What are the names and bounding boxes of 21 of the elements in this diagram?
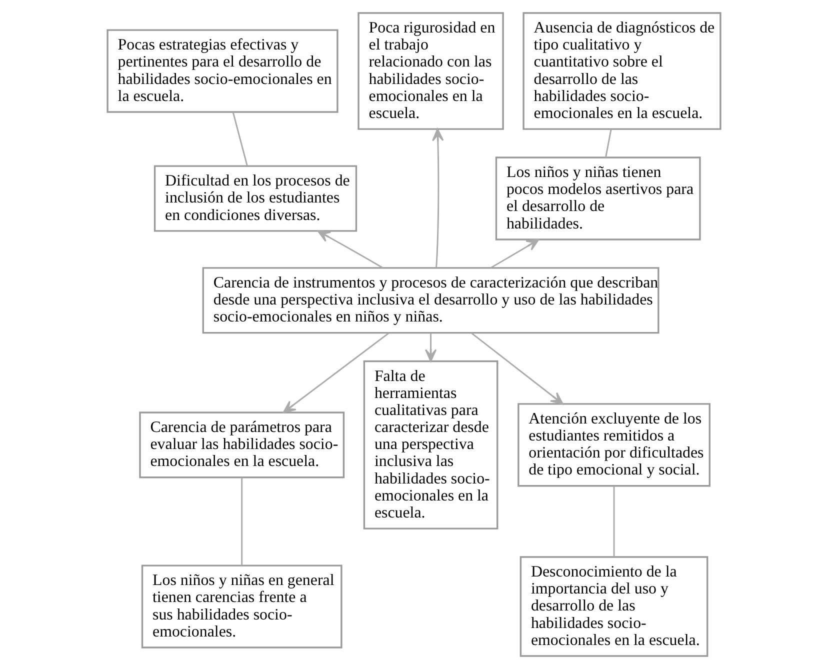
node-box: Carencia de instrumentos y procesos de caracterización que describan desde una perspectiva inclusiva el desarrollo y uso de las habilidades socio-emocionales en niños y niñas. <box>202 267 660 334</box>
node-box: Pocas estrategias efectivas y pertinentes para el desarrollo de habilidades socio-emocionales en la escuela. <box>106 29 338 113</box>
arrow <box>424 333 437 362</box>
arrow <box>432 128 444 268</box>
arrow <box>490 238 540 268</box>
connector <box>232 112 248 166</box>
connector <box>604 129 612 158</box>
node-box: Poca rigurosidad en el trabajo relacionado con las habilidades socio-emocionales en la escuela. <box>358 12 504 130</box>
arrow <box>317 230 384 269</box>
arrow <box>282 332 390 414</box>
node-box: Atención excluyente de los estudiantes remitidos a orientación por dificultades de tipo emocional y social. <box>518 403 710 487</box>
connector <box>613 486 615 557</box>
node-box: Dificultad en los procesos de inclusión de los estudiantes en condiciones diversas. <box>154 165 358 232</box>
node-box: Falta de herramientas cualitativas para caracterizar desde una perspectiva inclusiva las habilidades socio-emocionales en la escuela. <box>363 360 498 530</box>
node-box: Desconocimiento de la importancia del uso y desarrollo de las habilidades socio-emocionales en la escuela. <box>520 556 708 657</box>
node-box: Los niños y niñas en general tienen carencias frente a sus habilidades socio-emocionales. <box>141 564 342 648</box>
node-box: Los niños y niñas tienen pocos modelos asertivos para el desarrollo de habilidades. <box>495 156 701 240</box>
node-box: Carencia de parámetros para evaluar las habilidades socio-emocionales en la escuela. <box>139 412 345 478</box>
arrow <box>471 332 564 405</box>
connector <box>241 478 243 566</box>
node-box: Ausencia de diagnósticos de tipo cualitativo y cuantitativo sobre el desarrollo de las habilidades socio-emocionales en la escuela. <box>522 12 722 130</box>
